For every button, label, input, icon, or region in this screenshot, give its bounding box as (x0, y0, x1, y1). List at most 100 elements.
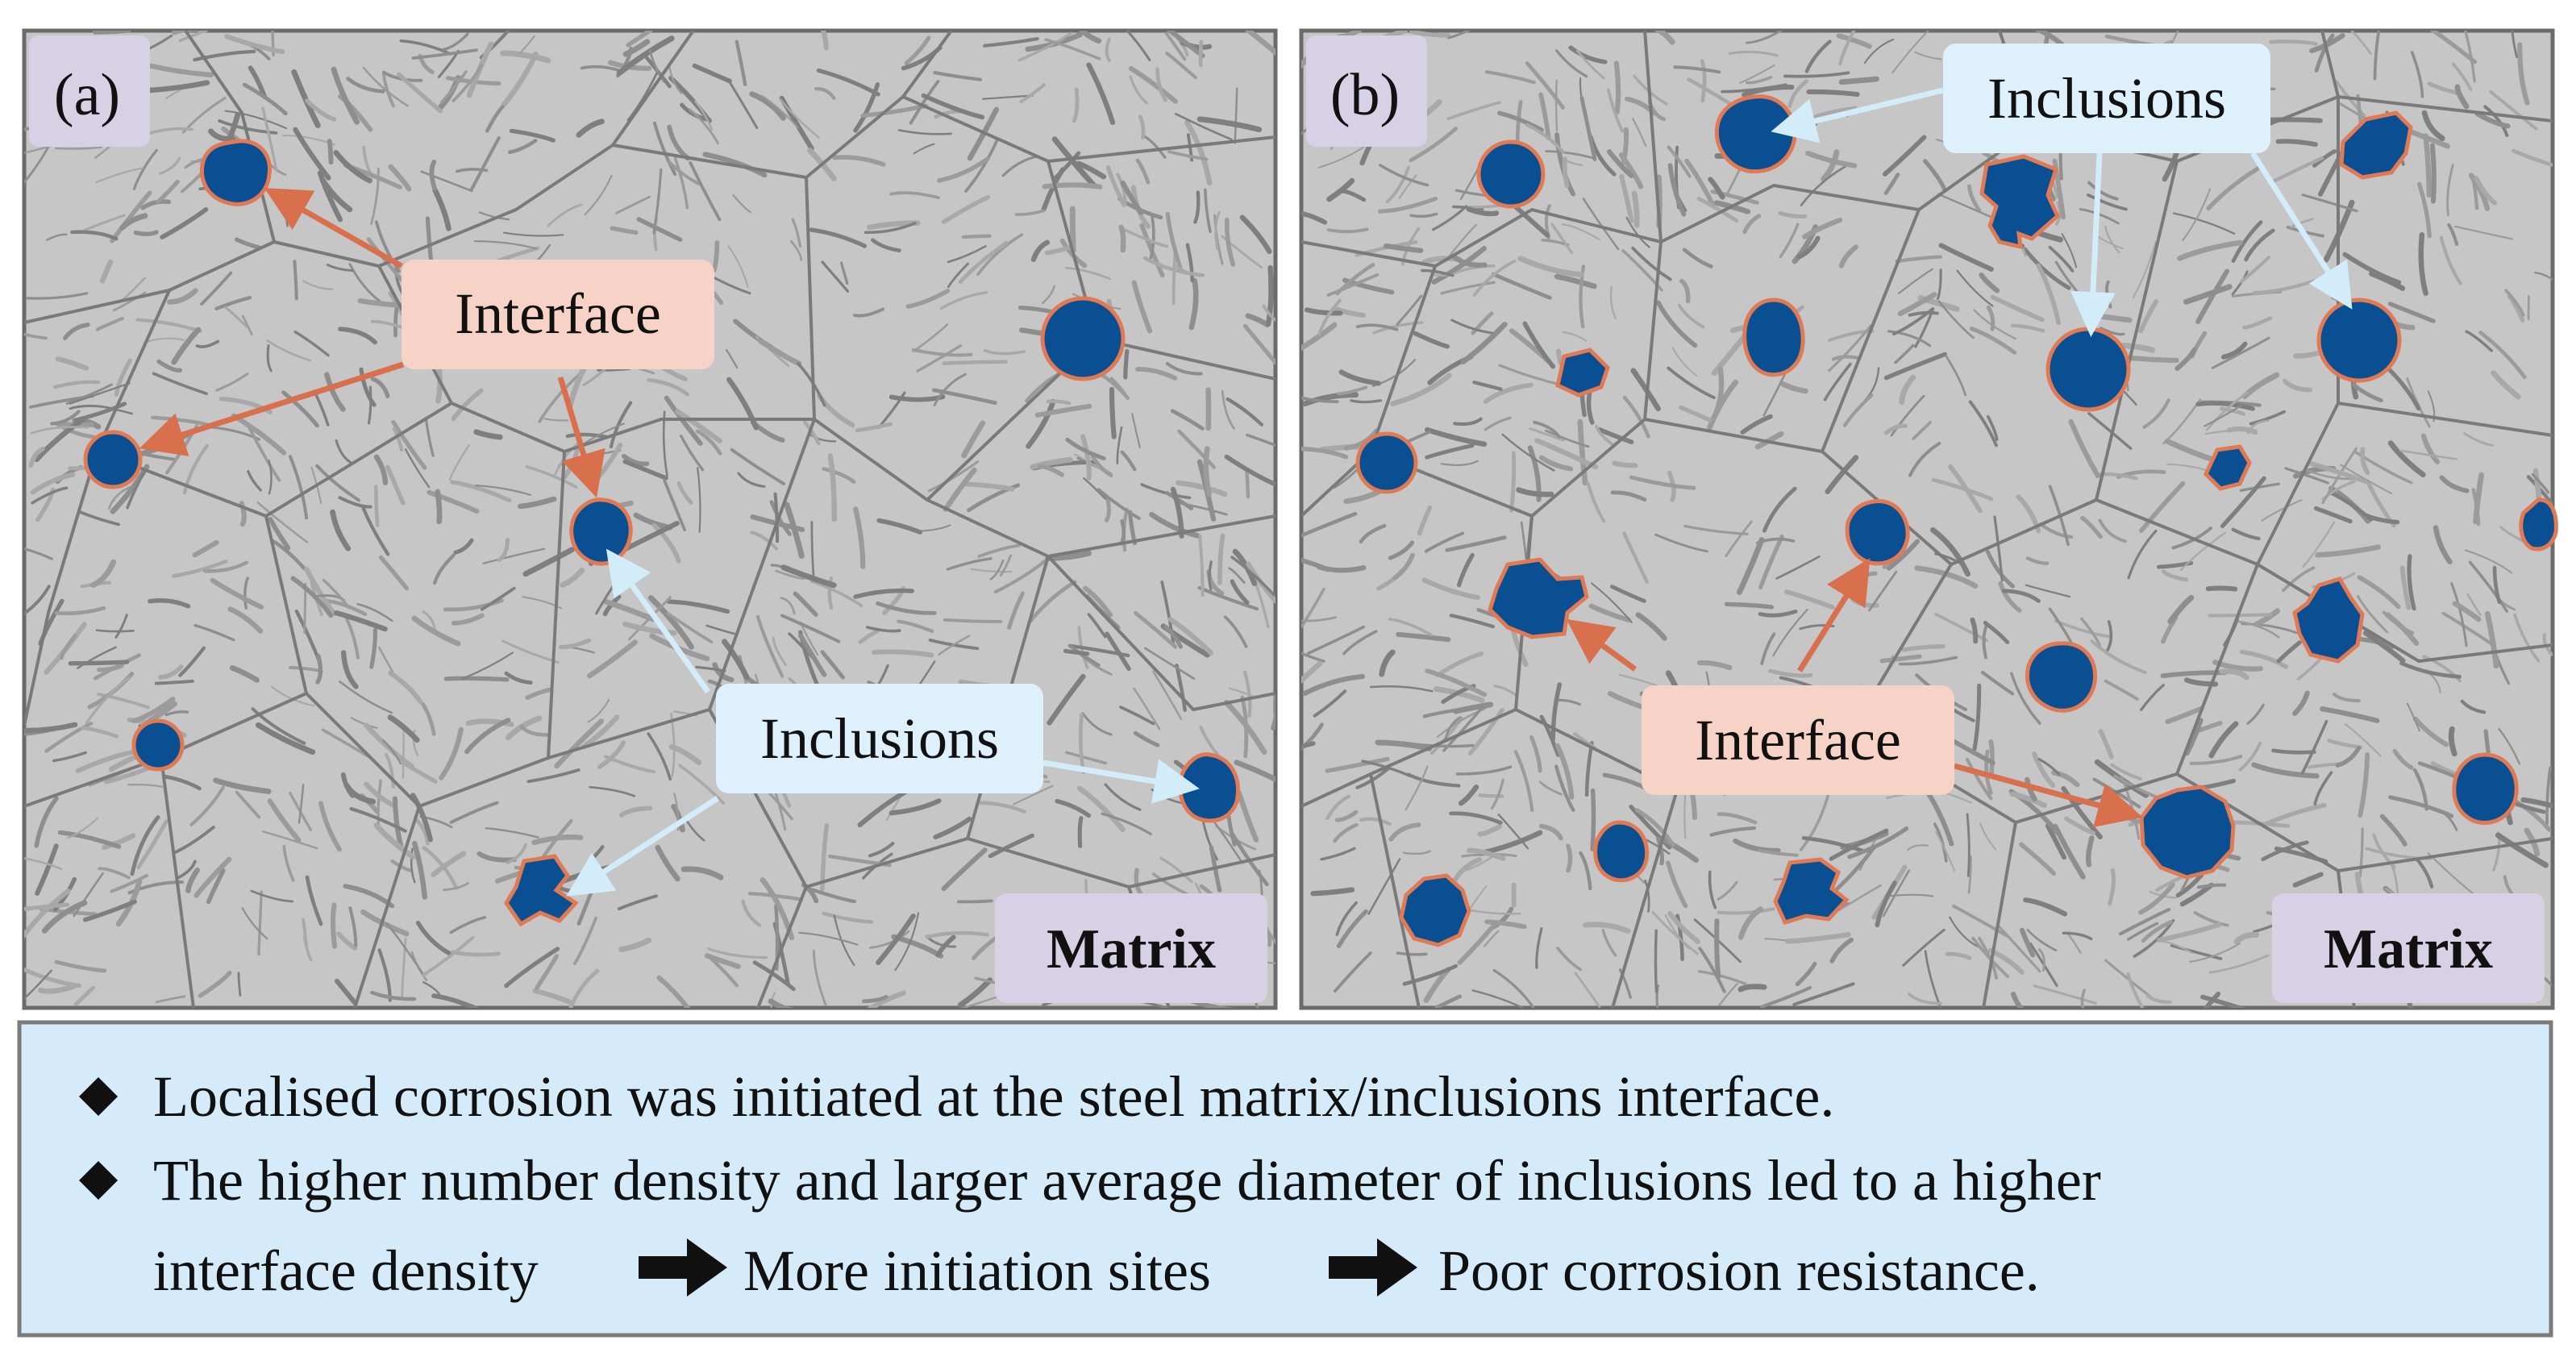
texture-stroke (44, 722, 94, 753)
texture-stroke (2335, 746, 2362, 768)
texture-stroke (589, 785, 636, 797)
texture-stroke (2351, 382, 2383, 403)
texture-stroke (70, 230, 119, 241)
texture-stroke (200, 271, 233, 306)
texture-stroke (509, 128, 556, 143)
texture-stroke (1901, 643, 1946, 652)
texture-stroke (229, 665, 260, 683)
texture-stroke (1484, 930, 1500, 947)
texture-stroke (256, 502, 309, 543)
texture-stroke (369, 627, 377, 669)
texture-stroke (2238, 741, 2262, 772)
texture-stroke (1879, 654, 1922, 664)
texture-stroke (668, 65, 683, 94)
texture-stroke (868, 842, 895, 858)
texture-stroke (2460, 699, 2487, 714)
texture-stroke (422, 610, 436, 631)
texture-stroke (833, 914, 855, 966)
texture-stroke (1478, 793, 1504, 798)
texture-stroke (1792, 982, 1855, 1006)
texture-stroke (24, 332, 48, 340)
texture-stroke (1484, 416, 1512, 431)
texture-stroke (2139, 481, 2186, 534)
texture-stroke (1610, 585, 1646, 603)
texture-stroke (1118, 224, 1126, 253)
texture-stroke (1483, 382, 1534, 404)
texture-stroke (2349, 31, 2372, 55)
texture-stroke (988, 833, 1034, 859)
texture-stroke (1545, 429, 1590, 448)
texture-stroke (1520, 521, 1527, 560)
texture-stroke (2261, 499, 2303, 522)
texture-stroke (803, 420, 821, 446)
texture-stroke (2189, 755, 2243, 765)
texture-stroke (214, 295, 252, 310)
texture-stroke (1710, 189, 1759, 205)
texture-stroke (119, 213, 148, 231)
matrix-label: Matrix (2324, 918, 2493, 980)
texture-stroke (1001, 155, 1038, 177)
texture-stroke (1696, 660, 1733, 671)
texture-stroke (1334, 810, 1359, 822)
texture-stroke (439, 726, 464, 780)
texture-stroke (2448, 726, 2457, 757)
texture-stroke (1013, 785, 1054, 805)
texture-stroke (421, 702, 436, 736)
texture-stroke (1232, 548, 1258, 586)
texture-stroke (961, 234, 992, 239)
texture-stroke (431, 851, 467, 877)
texture-stroke (1554, 743, 1575, 800)
texture-stroke (2321, 447, 2358, 505)
texture-stroke (502, 231, 564, 237)
texture-stroke (1142, 256, 1205, 277)
texture-stroke (1320, 847, 1356, 861)
texture-stroke (1086, 62, 1116, 126)
texture-stroke (2029, 942, 2058, 988)
texture-stroke (155, 995, 186, 1004)
texture-stroke (853, 588, 914, 599)
texture-stroke (735, 40, 747, 86)
texture-stroke (519, 35, 535, 54)
texture-stroke (2011, 992, 2024, 1008)
texture-stroke (1133, 730, 1160, 747)
texture-stroke (1574, 972, 1601, 1008)
texture-stroke (832, 155, 886, 167)
texture-stroke (1683, 524, 1749, 536)
right-arrow-icon (639, 1238, 727, 1296)
texture-stroke (2219, 668, 2249, 680)
texture-stroke (999, 554, 1013, 577)
texture-stroke (2463, 432, 2494, 447)
texture-stroke (810, 521, 815, 576)
texture-stroke (1421, 577, 1480, 600)
texture-stroke (1863, 38, 1895, 65)
texture-stroke (1972, 683, 1982, 751)
texture-stroke (1065, 437, 1106, 461)
texture-stroke (451, 388, 484, 422)
texture-stroke (2126, 922, 2159, 941)
texture-stroke (77, 646, 117, 669)
texture-stroke (1579, 392, 1587, 418)
texture-stroke (432, 187, 452, 231)
texture-stroke (2127, 529, 2158, 580)
texture-stroke (1101, 812, 1152, 835)
texture-stroke (1842, 393, 1874, 427)
inclusion (1040, 296, 1126, 381)
texture-stroke (148, 598, 191, 609)
texture-stroke (167, 288, 198, 305)
inclusions-arrow (566, 796, 719, 897)
texture-stroke (456, 168, 489, 173)
texture-stroke (2179, 531, 2227, 572)
texture-stroke (1417, 505, 1433, 536)
texture-stroke (321, 728, 372, 759)
inclusions-arrow (2070, 152, 2116, 337)
texture-stroke (2009, 791, 2047, 809)
texture-stroke (121, 277, 146, 302)
texture-stroke (1667, 910, 1700, 944)
texture-stroke (927, 460, 980, 493)
texture-stroke (964, 481, 1015, 492)
texture-stroke (938, 635, 971, 656)
texture-stroke (1875, 880, 1897, 928)
summary-bullet-2-seg-2: More initiation sites (743, 1238, 1211, 1303)
texture-stroke (185, 867, 200, 893)
texture-stroke (1301, 651, 1325, 663)
